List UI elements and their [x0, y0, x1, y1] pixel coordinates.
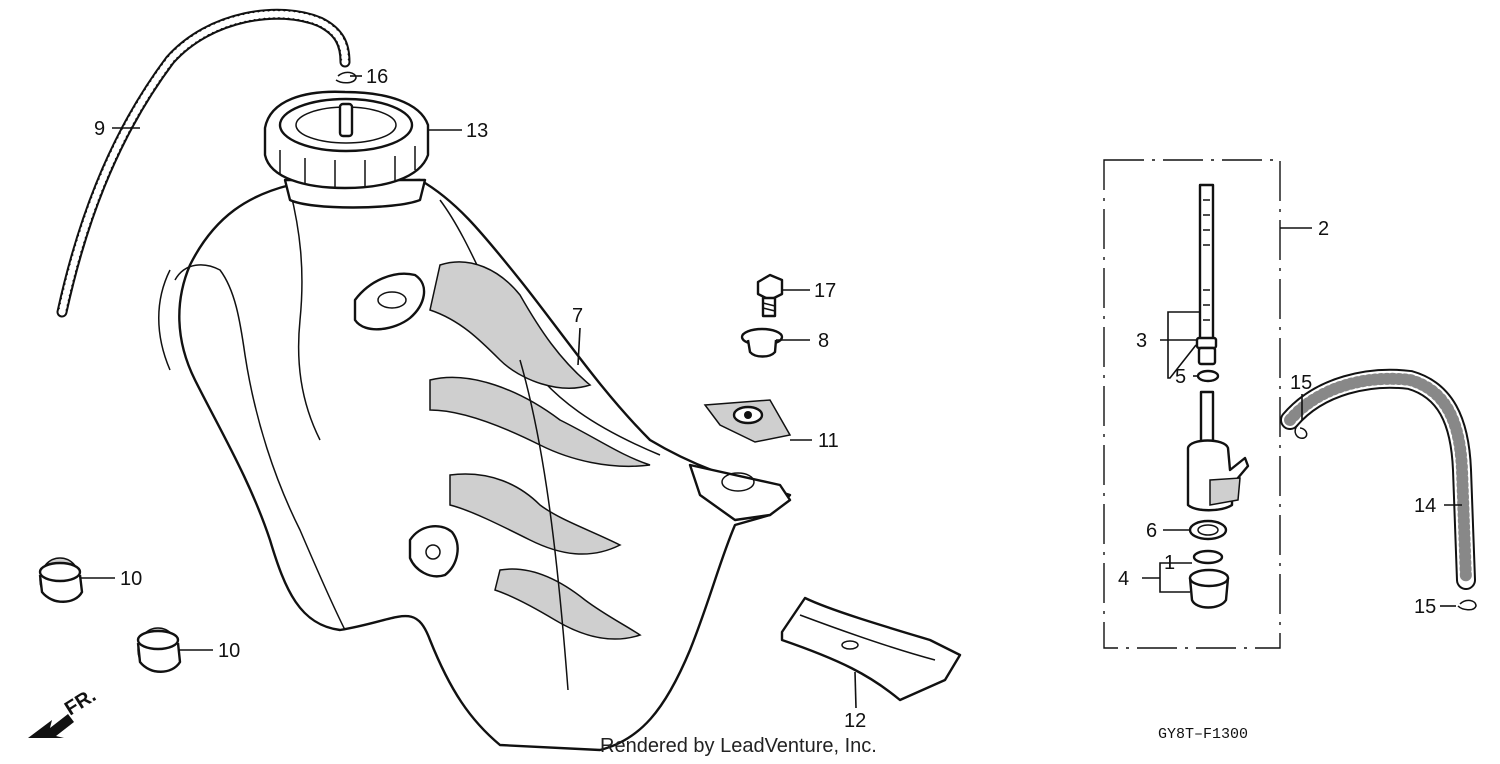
clip-16[interactable]: [335, 71, 357, 84]
fuel-tube-14[interactable]: [1280, 368, 1476, 590]
clip-15-lower[interactable]: [1457, 599, 1477, 611]
callout-5: 5: [1175, 366, 1186, 388]
callout-3: 3: [1136, 330, 1147, 352]
fuel-cap[interactable]: [263, 90, 430, 209]
callout-4: 4: [1118, 568, 1129, 590]
callout-1: 1: [1164, 552, 1175, 574]
callout-14: 14: [1414, 495, 1436, 517]
callout-11: 11: [818, 430, 839, 452]
front-direction-label: FR.: [61, 685, 100, 721]
callout-6: 6: [1146, 520, 1157, 542]
collar-8[interactable]: [740, 327, 784, 358]
callout-10-lower: 10: [218, 640, 240, 662]
callout-13: 13: [466, 120, 488, 142]
heat-guard-12[interactable]: [780, 596, 962, 702]
callout-8: 8: [818, 330, 829, 352]
breather-tube[interactable]: [56, 8, 351, 318]
diagram-code: GY8T–F1300: [1158, 726, 1248, 743]
clip-15-upper[interactable]: [1294, 424, 1308, 439]
callout-17: 17: [814, 280, 836, 302]
callout-15-lower: 15: [1414, 596, 1436, 618]
callout-16: 16: [366, 66, 388, 88]
callout-labels: 9 16 13 17 8 7 11 12 10 10 2 3 5 6 1 4 1…: [94, 66, 1436, 732]
credit-text: Rendered by LeadVenture, Inc.: [600, 735, 877, 757]
callout-2: 2: [1318, 218, 1329, 240]
rubber-mount-11[interactable]: [703, 399, 792, 443]
cushion-10-upper[interactable]: [38, 557, 84, 603]
leader-lines: [80, 75, 1462, 709]
front-direction-arrow: FR.: [28, 685, 100, 738]
fuel-valve-2[interactable]: [1186, 183, 1250, 609]
cushion-10-lower[interactable]: [136, 627, 182, 673]
callout-7: 7: [572, 305, 583, 327]
bolt-17[interactable]: [756, 273, 784, 318]
callout-10-upper: 10: [120, 568, 142, 590]
callout-15-upper: 15: [1290, 372, 1312, 394]
fuel-valve-box: [1103, 159, 1281, 649]
callout-12: 12: [844, 710, 866, 732]
callout-9: 9: [94, 118, 105, 140]
fuel-tank[interactable]: [158, 178, 792, 752]
